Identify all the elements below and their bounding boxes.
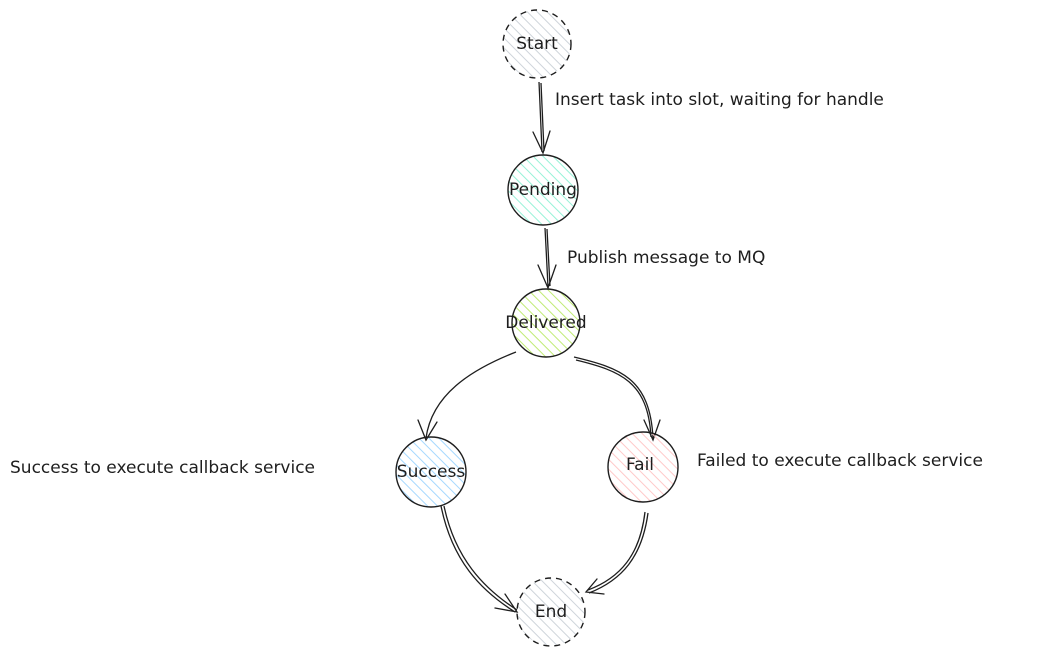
edge-fail-end (584, 511, 649, 595)
edge-line-double (588, 512, 649, 594)
node-label: Success (397, 462, 466, 482)
edge-line-double (443, 505, 518, 611)
edge-line (544, 227, 549, 288)
success-note: Success to execute callback service (10, 458, 315, 478)
node-end[interactable]: End (516, 577, 586, 647)
node-start[interactable]: Start (502, 9, 572, 79)
node-label: Fail (626, 455, 654, 475)
node-label: Start (516, 34, 558, 54)
edge-success-end (440, 505, 519, 613)
arrowhead-icon (584, 578, 605, 595)
node-outline (502, 9, 572, 79)
edge-label-start-pending: Insert task into slot, waiting for handl… (555, 90, 884, 110)
edge-line (425, 351, 517, 439)
edge-delivered-success (417, 351, 517, 442)
node-fill (517, 578, 585, 646)
edge-start-pending (532, 81, 551, 155)
node-fill (608, 432, 678, 502)
arrowhead-icon (532, 130, 551, 155)
node-success[interactable]: Success (395, 436, 467, 508)
node-fill (503, 10, 571, 78)
fail-note: Failed to execute callback service (697, 451, 983, 471)
node-fill (396, 437, 466, 507)
node-fill (508, 155, 578, 225)
node-fail[interactable]: Fail (607, 431, 679, 503)
node-label: Delivered (505, 313, 586, 333)
node-pending[interactable]: Pending (507, 154, 579, 226)
edge-pending-delivered (537, 227, 557, 290)
edge-line (587, 511, 646, 591)
edge-line (573, 356, 654, 439)
edge-line (538, 81, 543, 153)
edge-line-double (575, 359, 652, 438)
edge-delivered-fail (573, 356, 661, 442)
node-delivered[interactable]: Delivered (505, 288, 587, 358)
node-outline (516, 577, 586, 647)
node-fill (512, 289, 580, 357)
node-outline (395, 436, 467, 508)
edge-line (440, 505, 516, 613)
node-outline (511, 288, 581, 358)
edge-line-double (540, 82, 545, 152)
node-label: Pending (509, 180, 577, 200)
node-label: End (535, 602, 567, 622)
arrowhead-icon (537, 264, 557, 290)
node-outline (607, 431, 679, 503)
edge-label-pending-delivered: Publish message to MQ (567, 248, 765, 268)
node-outline (507, 154, 579, 226)
